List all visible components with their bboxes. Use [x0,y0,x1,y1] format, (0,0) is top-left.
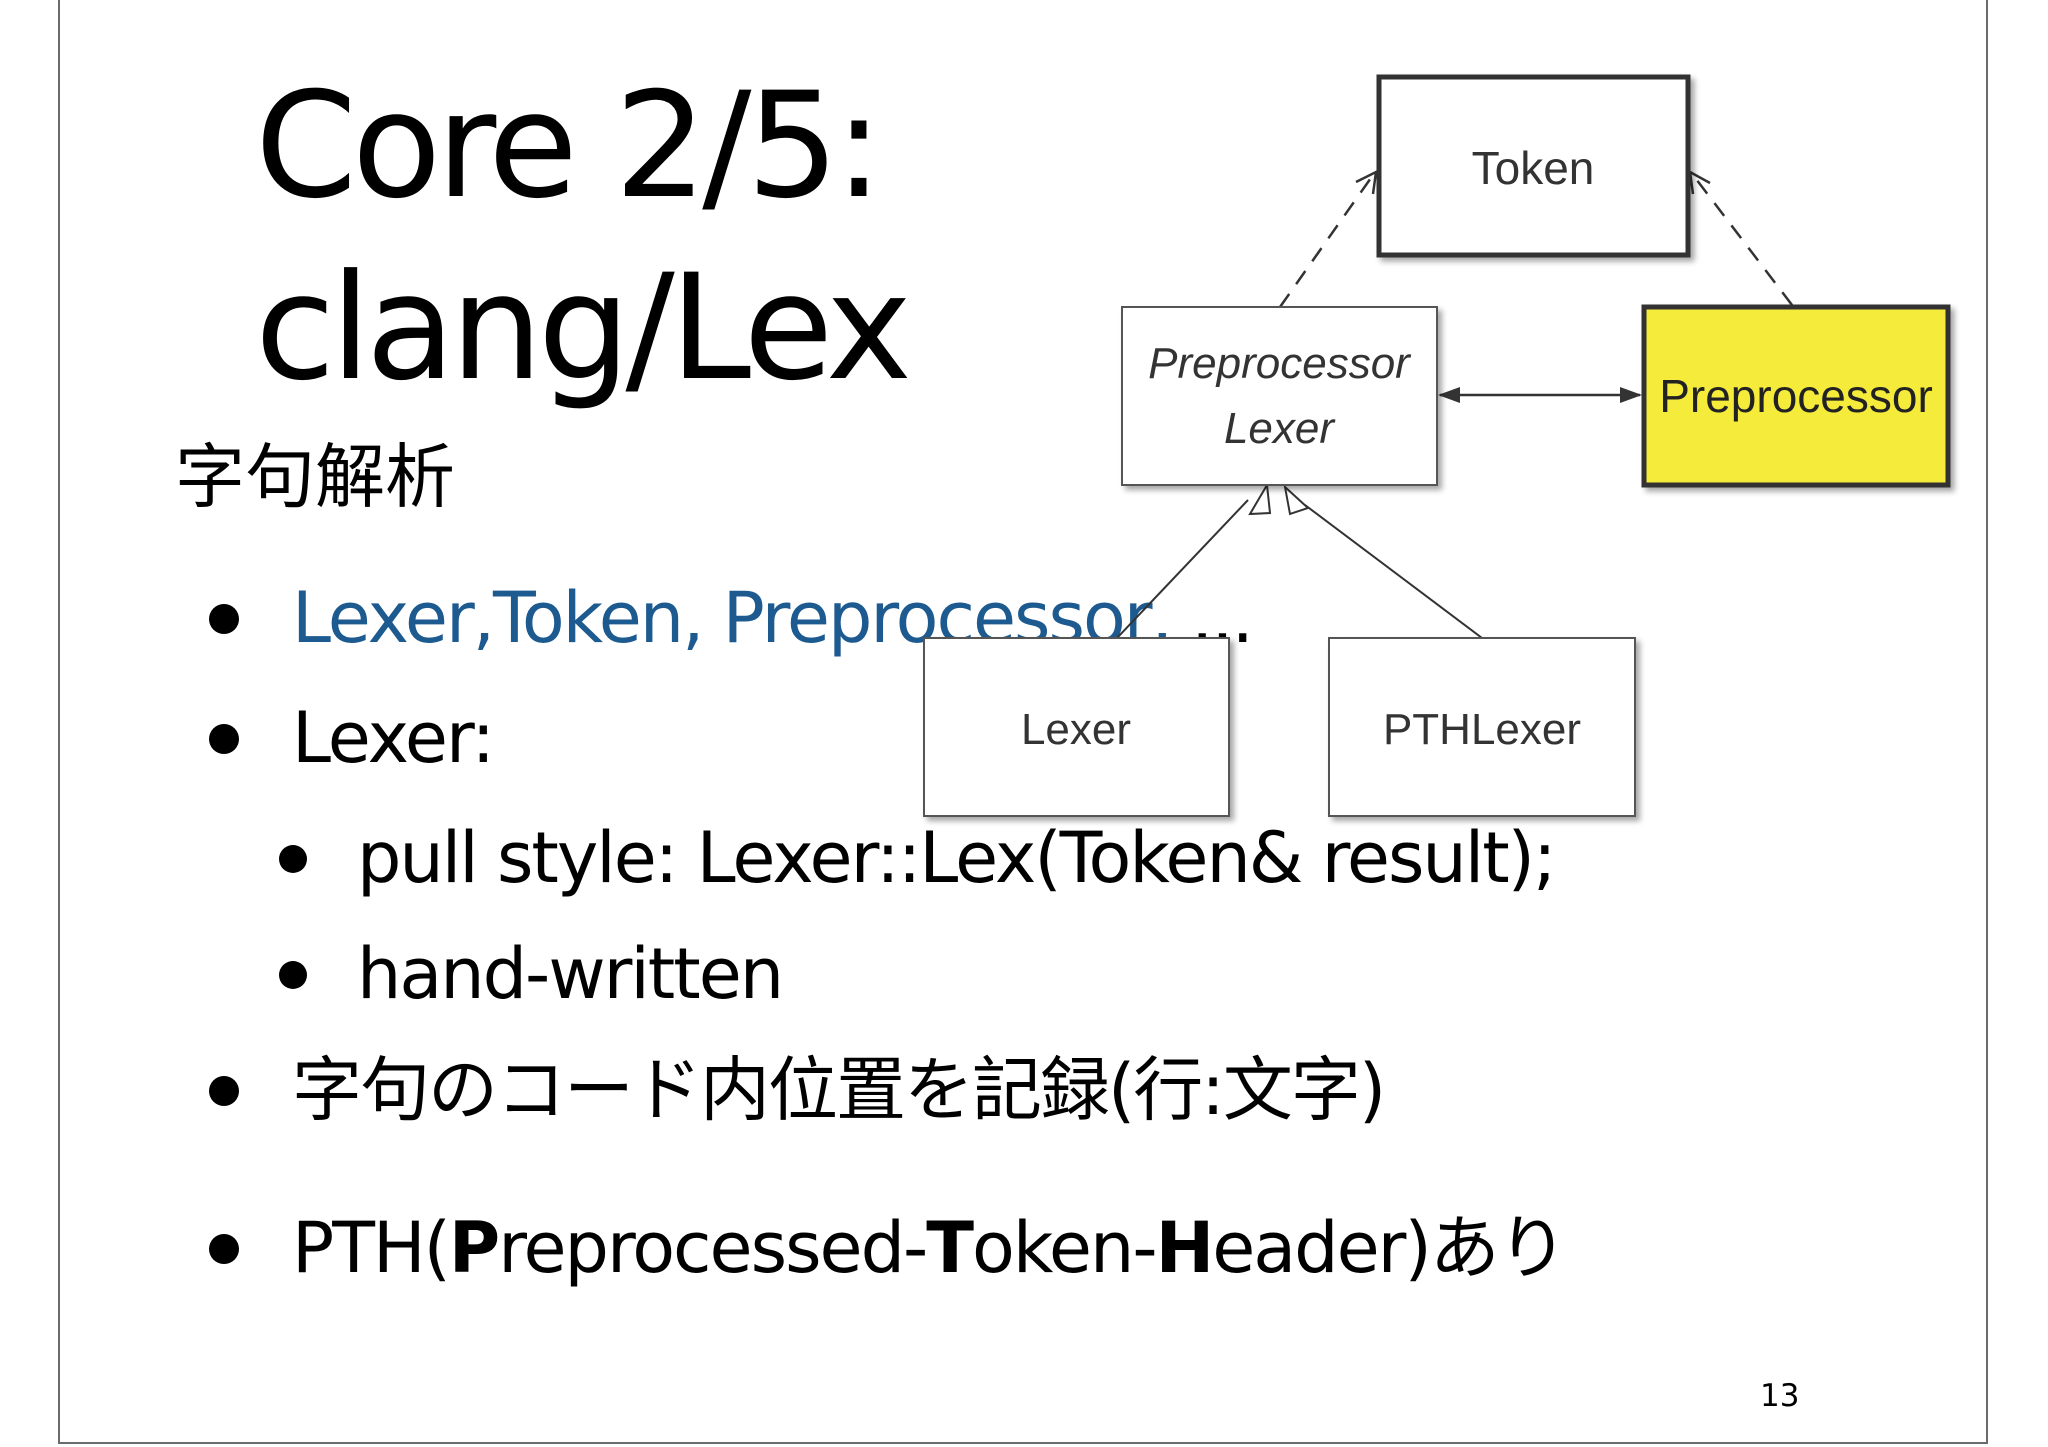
arrowhead-open-icon [1355,169,1378,195]
bullet-dot [209,724,239,754]
node-preprocessor-lexer-label-1: Preprocessor [1148,339,1412,388]
node-lexer-label: Lexer [1021,705,1131,754]
bullet-dot [209,604,239,634]
bullet-pth: PTH(Preprocessed-Token-Header)あり [209,1203,1568,1293]
bullet-hand-written-text: hand-written [357,933,784,1015]
slide-subtitle: 字句解析 [175,436,455,518]
pth-letter-t: T [926,1207,974,1289]
bullet-lexer-text: Lexer: [292,697,495,779]
inheritance-triangle-icon [1248,481,1272,516]
pth-oken: oken- [972,1207,1158,1289]
node-preprocessor-lexer-label-2: Lexer [1224,404,1336,453]
class-lexer: Lexer, [292,577,495,659]
page-number: 13 [1760,1378,1800,1414]
pth-letter-h: H [1155,1207,1215,1289]
bullet-pull-style-text: pull style: Lexer::Lex(Token& result); [357,817,1557,899]
node-pthlexer-label: PTHLexer [1383,705,1581,754]
title-line-2: clang/Lex [255,243,912,413]
edge-pthlexer-prelexer [1304,504,1483,639]
pth-letter-p: P [448,1207,500,1289]
bullet-hand-written: hand-written [279,929,784,1019]
node-preprocessor: Preprocessor [1641,304,1951,488]
edge-prelexer-token [1278,174,1375,308]
bullet-dot [209,1076,239,1106]
bullet-position-text: 字句のコード内位置を記録(行:文字) [292,1049,1386,1131]
inheritance-triangle-icon [1283,484,1310,516]
bullet-pull-style: pull style: Lexer::Lex(Token& result); [279,813,1557,903]
bullet-position: 字句のコード内位置を記録(行:文字) [209,1045,1386,1135]
title-line-1: Core 2/5: [255,61,883,231]
class-token: Token, [492,577,704,659]
node-token: Token [1376,74,1691,258]
node-token-label: Token [1472,142,1595,194]
bullet-dot [209,1234,239,1264]
node-preprocessor-lexer: Preprocessor Lexer [1121,306,1438,486]
bullet-dot [279,961,307,989]
pth-open: PTH( [292,1207,451,1289]
node-preprocessor-label: Preprocessor [1659,370,1933,422]
pth-reprocessed: reprocessed- [498,1207,928,1289]
node-pthlexer: PTHLexer [1328,637,1636,817]
bullet-dot [279,845,307,873]
pth-close: eader)あり [1212,1207,1568,1289]
edge-preprocessor-token [1692,174,1793,306]
arrowhead-filled-icon [1438,387,1460,403]
arrowhead-filled-icon [1620,387,1642,403]
bullet-lexer: Lexer: [209,693,495,783]
node-lexer: Lexer [923,637,1230,817]
slide-title: Core 2/5: clang/Lex [255,55,912,419]
edge-lexer-prelexer [1116,499,1249,639]
